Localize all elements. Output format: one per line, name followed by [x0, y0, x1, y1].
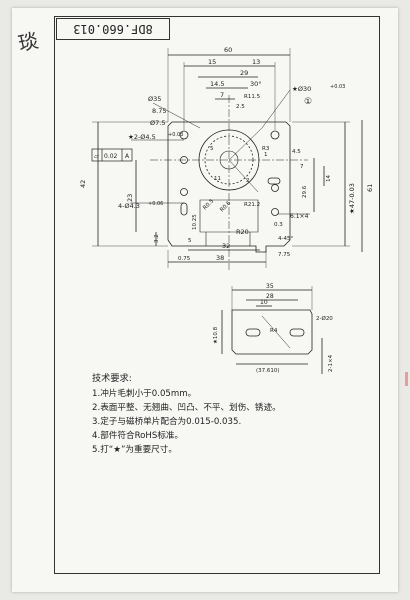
detail-ref-bottom: (37.610)	[256, 368, 280, 374]
detail-dim-star-left: ★10.8	[213, 326, 219, 344]
mount-hole-tl	[179, 130, 189, 140]
note-item: 3.定子与磁桥单片配合为0.015-0.035.	[92, 417, 242, 427]
dim-0-3: 0.3	[274, 222, 283, 228]
dim-4-phi4-3: 4-Ø4.3	[118, 202, 140, 210]
mount-hole-tr	[270, 130, 280, 140]
callout-1: ①	[304, 97, 312, 107]
dim-29: 29	[240, 69, 248, 77]
dim-7: 7	[220, 91, 224, 99]
detail-dim-side: 2-1×4	[328, 354, 334, 372]
dim-phi35: Ø35	[148, 95, 161, 103]
dim-61: 61	[366, 184, 374, 192]
dim-38: 38	[216, 254, 224, 262]
dim-5: 5	[188, 238, 192, 244]
note-item: 1.冲片毛刺小于0.05mm。	[92, 389, 197, 399]
detail-dim-2-phi20: 2-Ø20	[316, 315, 333, 322]
flatness-value: 0.02	[104, 153, 118, 160]
dim-2-phi4-5: ★2-Ø4.5	[128, 133, 156, 141]
dim-phi30-tol: +0.03	[330, 84, 345, 90]
dim-4-45: 4-45°	[278, 236, 293, 242]
drawing-sheet	[12, 8, 398, 592]
dim-14: 14	[326, 175, 332, 182]
dim-10-25: 10.25	[192, 214, 198, 230]
dim-6-1x4: 6.1×4	[290, 213, 309, 220]
dim-8-75: 8.75	[152, 107, 166, 115]
note-item: 5.打“★”为重要尺寸。	[92, 445, 177, 455]
dim-4-phi4-3-tol: +0.06	[148, 201, 163, 207]
note-item: 4.部件符合RoHS标准。	[92, 431, 184, 441]
dim-23: 23	[126, 194, 134, 202]
dim-13: 13	[252, 58, 260, 66]
dim-2-phi4-5-tol: +0.03	[168, 132, 183, 138]
notes-heading: 技术要求:	[92, 373, 132, 384]
technical-requirements: 技术要求: 1.冲片毛刺小于0.05mm。 2.表面平整、无翘曲、凹凸、不平、划…	[92, 372, 352, 457]
flatness-symbol: ⏥	[94, 152, 99, 160]
detail-dim-10: 10	[260, 299, 268, 306]
dim-r11-5: R11.5	[244, 94, 261, 100]
detail-dim-35: 35	[266, 283, 274, 290]
dim-14-5: 14.5	[210, 80, 224, 88]
dim-29-6: 29.6	[302, 185, 308, 198]
detail-dim-r4: R4	[270, 328, 278, 334]
detail-outline	[231, 309, 313, 355]
note-item: 2.表面平整、无翘曲、凹凸、不平、划伤、锈迹。	[92, 403, 281, 413]
dim-42: 42	[79, 180, 87, 188]
dim-phi7-5: Ø7.5	[150, 119, 165, 127]
dim-7-b: 7	[300, 164, 304, 170]
dim-15: 15	[208, 58, 216, 66]
dim-5-b: 5	[210, 146, 214, 152]
dim-r21-2: R21.2	[244, 202, 260, 208]
detail-dim-28: 28	[266, 293, 274, 300]
dim-11: 11	[214, 176, 221, 182]
dim-0-75: 0.75	[178, 256, 191, 262]
drawing-frame	[54, 16, 380, 574]
dim-phi30: ★Ø30	[292, 85, 311, 93]
dim-2: 2	[246, 178, 250, 184]
dim-star-47: ★47-0.03	[348, 183, 356, 214]
dim-1: 1	[264, 152, 268, 158]
dim-7-75: 7.75	[278, 252, 291, 258]
dim-r0-6: R0.6	[219, 200, 232, 213]
dim-4-5: 4.5	[292, 149, 301, 155]
dim-3-2: 3.2	[154, 234, 160, 243]
edge-mark	[405, 372, 408, 386]
dim-32: 32	[222, 242, 230, 250]
flatness-ref: A	[125, 153, 130, 160]
dim-angle-30: 30°	[250, 80, 262, 88]
dim-r20: R20	[236, 228, 249, 236]
dim-2-5: 2.5	[236, 104, 245, 110]
mount-hole-br	[271, 184, 279, 192]
mount-hole-bl	[180, 188, 188, 196]
dim-r3: R3	[262, 146, 270, 152]
dim-width-60: 60	[224, 46, 232, 54]
